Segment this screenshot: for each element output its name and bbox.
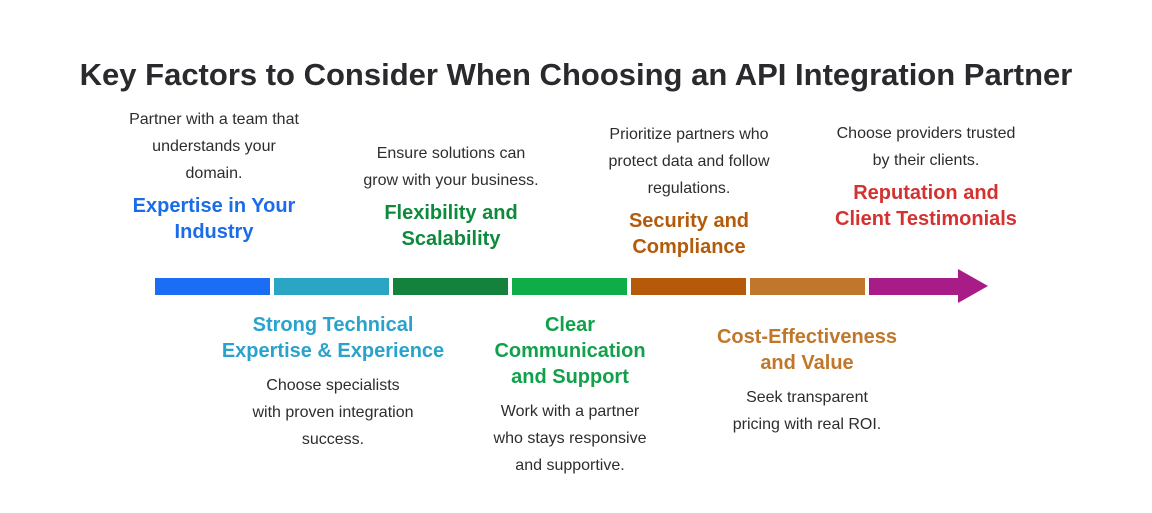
arrow-head-icon xyxy=(958,269,988,303)
arrow-segment-6 xyxy=(750,278,865,295)
diagram-title: Key Factors to Consider When Choosing an… xyxy=(79,56,1073,92)
factor-flexibility-and-scalability: Ensure solutions can grow with your busi… xyxy=(331,140,571,278)
factor-expertise-in-your-industry: Partner with a team that understands you… xyxy=(94,106,334,278)
factor-description: Ensure solutions can grow with your busi… xyxy=(363,145,539,189)
arrow-segment-5 xyxy=(631,278,746,295)
arrow-segment-7 xyxy=(869,278,959,295)
factor-reputation-and-client-testimonials: Choose providers trusted by their client… xyxy=(801,120,1051,278)
factor-description: Choose providers trusted by their client… xyxy=(836,125,1016,169)
arrow-segment-3 xyxy=(393,278,508,295)
factor-description: Choose specialists with proven integrati… xyxy=(252,377,414,448)
factor-heading: Security and Compliance xyxy=(628,210,750,258)
factor-description: Work with a partner who stays responsive… xyxy=(493,403,647,474)
factor-security-and-compliance: Prioritize partners who protect data and… xyxy=(569,121,809,278)
factor-heading: Expertise in Your Industry xyxy=(132,195,296,243)
factor-heading: Cost-Effectiveness and Value xyxy=(716,326,898,374)
factor-cost-effectiveness-and-value: Cost-Effectiveness and Value Seek transp… xyxy=(682,312,932,438)
factor-heading: Clear Communication and Support xyxy=(494,314,646,388)
factor-heading: Reputation and Client Testimonials xyxy=(835,182,1017,230)
factor-description: Seek transparent pricing with real ROI. xyxy=(732,389,882,433)
factor-strong-technical-expertise: Strong Technical Expertise & Experience … xyxy=(202,312,464,453)
arrow-segment-4 xyxy=(512,278,627,295)
factor-heading: Flexibility and Scalability xyxy=(384,202,518,250)
factor-description: Partner with a team that understands you… xyxy=(129,111,299,182)
arrow-segment-1 xyxy=(155,278,270,295)
arrow-segment-2 xyxy=(274,278,389,295)
factor-description: Prioritize partners who protect data and… xyxy=(608,126,770,197)
factor-heading: Strong Technical Expertise & Experience xyxy=(221,314,445,362)
factor-clear-communication-and-support: Clear Communication and Support Work wit… xyxy=(440,312,700,479)
